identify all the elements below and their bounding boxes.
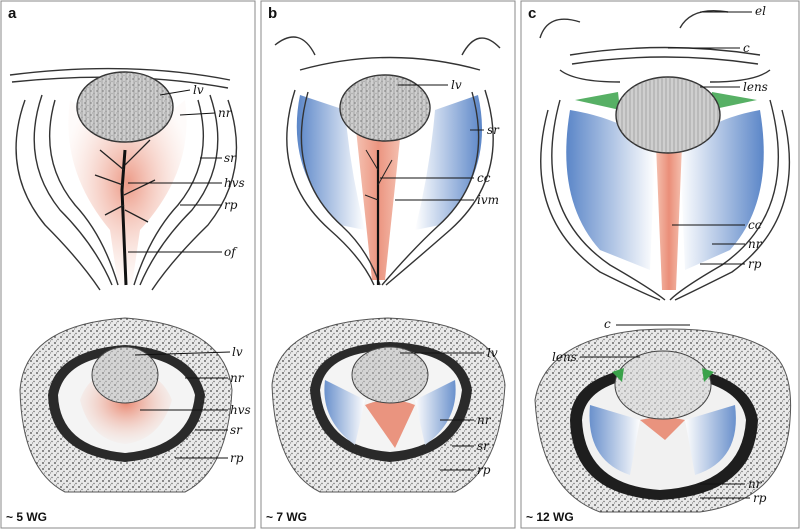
label-cc: cc <box>477 171 491 185</box>
histo-label-lv: lv <box>232 345 243 359</box>
label-lens: lens <box>743 80 768 94</box>
panel-b-frame <box>260 0 516 529</box>
label-hvs: hvs <box>224 176 245 190</box>
panel-c-histology <box>534 328 792 513</box>
panel-a-schematic <box>9 67 238 291</box>
histo-label-nr-b: nr <box>477 413 492 427</box>
histo-label-rp-c: rp <box>753 491 767 505</box>
histo-label-sr: sr <box>230 423 243 437</box>
label-nr-c: nr <box>748 237 763 251</box>
histo-label-nr-c: nr <box>748 477 763 491</box>
label-ivm: ivm <box>477 193 499 207</box>
label-c: c <box>743 41 750 55</box>
label-rp-c: rp <box>748 257 762 271</box>
panel-c-schematic <box>539 10 791 301</box>
label-lv: lv <box>193 83 204 97</box>
panel-c-labels: el c lens cc nr rp <box>668 4 768 271</box>
histo-label-rp: rp <box>230 451 244 465</box>
panel-b-age: ~ 7 WG <box>266 510 307 524</box>
histo-label-lens: lens <box>552 350 577 364</box>
panel-a-histo-labels: lv nr hvs sr rp <box>134 345 251 465</box>
histo-label-nr: nr <box>230 371 245 385</box>
panel-c-age: ~ 12 WG <box>526 510 574 524</box>
panel-b-letter: b <box>268 5 277 22</box>
panel-b-schematic <box>274 36 501 286</box>
label-lv-b: lv <box>451 78 462 92</box>
panel-a-letter: a <box>8 5 17 22</box>
panel-c-frame <box>520 0 800 529</box>
panel-a-age: ~ 5 WG <box>6 510 47 524</box>
label-of: of <box>224 245 238 259</box>
histo-label-c: c <box>604 317 611 331</box>
panel-a-frame <box>0 0 256 529</box>
panel-b-histology <box>271 317 506 493</box>
histo-label-rp-b: rp <box>477 463 491 477</box>
label-rp: rp <box>224 198 238 212</box>
histo-label-hvs: hvs <box>230 403 251 417</box>
panel-a-labels: lv nr sr hvs rp of <box>128 83 245 259</box>
label-sr: sr <box>224 151 237 165</box>
histo-label-lv-b: lv <box>487 346 498 360</box>
panel-a-histology <box>19 317 233 493</box>
label-sr-b: sr <box>487 123 500 137</box>
histo-label-sr-b: sr <box>477 439 490 453</box>
panel-b-histo-labels: lv nr sr rp <box>400 346 498 477</box>
panel-b-labels: lv sr cc ivm <box>380 78 500 207</box>
label-nr: nr <box>218 106 233 120</box>
panel-c-letter: c <box>528 5 536 22</box>
label-cc-c: cc <box>748 218 762 232</box>
panel-c-histo-labels: c lens nr rp <box>552 317 767 505</box>
label-el: el <box>755 4 766 18</box>
